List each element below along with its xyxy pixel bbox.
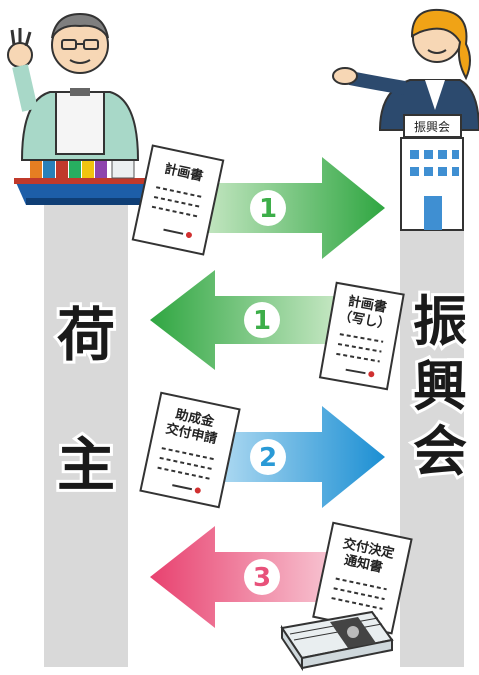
arrow-step-2-to-association xyxy=(200,406,385,508)
step-badge-1b: 1 xyxy=(244,302,280,338)
right-actor-label: 振 興 会 xyxy=(410,287,470,486)
document-plan-copy-line-1: 計画書 xyxy=(347,293,388,316)
step-number-2: 2 xyxy=(259,443,277,473)
step-number-1a: 1 xyxy=(259,194,277,224)
document-plan-title: 計画書 xyxy=(163,161,204,185)
right-actor-char-3: 会 xyxy=(413,420,467,483)
left-column xyxy=(44,195,128,667)
association-building-icon: 振興会 xyxy=(400,114,464,231)
document-plan: 計画書 xyxy=(131,144,225,256)
left-actor-char-1: 荷 xyxy=(57,301,115,369)
document-grant-decision-line-2: 通知書 xyxy=(343,552,384,576)
step-number-3: 3 xyxy=(253,563,271,593)
shipper-person-icon xyxy=(7,12,140,161)
money-bundle-icon xyxy=(280,610,394,672)
left-actor-char-2: 主 xyxy=(57,431,115,499)
step-badge-1a: 1 xyxy=(250,190,286,226)
step-badge-2: 2 xyxy=(250,439,286,475)
step-number-1b: 1 xyxy=(253,306,271,336)
document-grant-application: 助成金 交付申請 xyxy=(139,391,241,509)
arrow-step-1-to-association xyxy=(200,157,385,259)
association-person-icon xyxy=(332,8,479,131)
document-plan-copy: 計画書 （写し） xyxy=(318,281,405,391)
left-actor-label: 荷 主 xyxy=(54,298,118,502)
right-actor-char-1: 振 xyxy=(413,290,467,353)
step-badge-3: 3 xyxy=(244,559,280,595)
right-actor-char-2: 興 xyxy=(413,355,467,418)
building-sign: 振興会 xyxy=(414,120,450,134)
right-column xyxy=(400,195,464,667)
